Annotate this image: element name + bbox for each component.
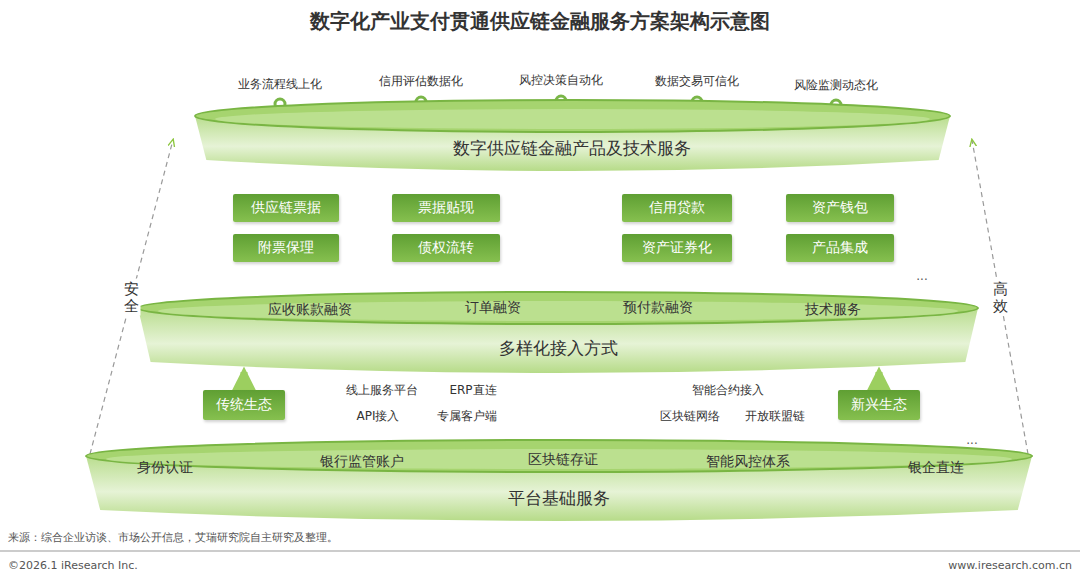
band-item: 应收账款融资 — [268, 301, 352, 319]
product-box: 供应链票据 — [233, 194, 339, 222]
product-box: 附票保理 — [233, 234, 339, 262]
band-title: 数字供应链金融产品及技术服务 — [453, 137, 691, 160]
diagram-title: 数字化产业支付贯通供应链金融服务方案架构示意图 — [0, 8, 1080, 35]
footer-note: 来源：综合企业访谈、市场公开信息，艾瑞研究院自主研究及整理。 — [8, 530, 338, 545]
box-label: 票据贴现 — [418, 199, 474, 217]
footer-note: ©2026.1 iResearch Inc. — [8, 559, 138, 572]
band-rim — [138, 292, 978, 324]
feature-label: 业务流程线上化 — [238, 76, 322, 93]
up-arrow — [876, 372, 883, 388]
band-rim-highlight — [106, 449, 1012, 469]
band-item: 智能风控体系 — [706, 453, 790, 471]
band-item: 银行监管账户 — [320, 453, 404, 471]
footer-note: www.iresearch.com.cn — [948, 559, 1072, 572]
access-label: 智能合约接入 — [692, 382, 764, 399]
access-label: ... — [966, 433, 977, 447]
footer-rule — [0, 551, 1080, 552]
product-box: 资产钱包 — [786, 194, 894, 222]
box-label: 资产证券化 — [642, 239, 712, 257]
side-label: 安全 — [123, 279, 140, 316]
access-label: 区块链网络 — [660, 408, 720, 425]
box-label: 附票保理 — [258, 239, 314, 257]
access-label: API接入 — [357, 408, 400, 425]
box-label: 资产钱包 — [812, 199, 868, 217]
access-label: ... — [916, 269, 927, 283]
band-item: 身份认证 — [137, 459, 193, 477]
side-label: 高效 — [992, 279, 1009, 316]
layer-band: 身份认证 银行监管账户 区块链存证 智能风控体系 银企直连平台基础服务 — [86, 440, 1032, 524]
box-label: 债权流转 — [418, 239, 474, 257]
band-rim-highlight — [158, 301, 958, 321]
feature-label: 风险监测动态化 — [794, 77, 878, 94]
band-item: 预付款融资 — [623, 299, 693, 317]
box-label: 产品集成 — [812, 239, 868, 257]
box-label: 传统生态 — [216, 396, 272, 414]
box-label: 新兴生态 — [851, 396, 907, 414]
layer-band: 应收账款融资 订单融资 预付款融资 技术服务多样化接入方式 — [138, 292, 978, 376]
band-item: 技术服务 — [805, 301, 861, 319]
feature-label: 信用评估数据化 — [379, 73, 463, 90]
feature-label: 风控决策自动化 — [519, 72, 603, 89]
layer-band: 数字供应链金融产品及技术服务 — [195, 100, 950, 174]
access-label: 专属客户端 — [437, 408, 497, 425]
access-label: 开放联盟链 — [745, 408, 805, 425]
dashed-side-arrow — [972, 140, 1028, 454]
feature-label: 数据交易可信化 — [655, 73, 739, 90]
band-item: 银企直连 — [908, 459, 964, 477]
access-label: 线上服务平台 — [346, 382, 418, 399]
access-label: ERP直连 — [449, 382, 496, 399]
box-label: 供应链票据 — [251, 199, 321, 217]
product-box: 信用贷款 — [622, 194, 732, 222]
product-box: 票据贴现 — [392, 194, 500, 222]
band-rim — [86, 440, 1032, 472]
band-rim-highlight — [215, 109, 930, 129]
product-box: 新兴生态 — [838, 390, 920, 420]
product-box: 资产证券化 — [622, 234, 732, 262]
up-arrow — [241, 372, 248, 388]
product-box: 产品集成 — [786, 234, 894, 262]
band-shape — [195, 100, 950, 174]
dashed-side-arrow — [90, 140, 173, 454]
band-title: 平台基础服务 — [508, 487, 610, 510]
product-box: 债权流转 — [392, 234, 500, 262]
band-item: 订单融资 — [465, 299, 521, 317]
band-title: 多样化接入方式 — [499, 337, 618, 360]
product-box: 传统生态 — [203, 390, 285, 420]
band-rim — [195, 100, 950, 132]
band-item: 区块链存证 — [528, 451, 598, 469]
box-label: 信用贷款 — [649, 199, 705, 217]
